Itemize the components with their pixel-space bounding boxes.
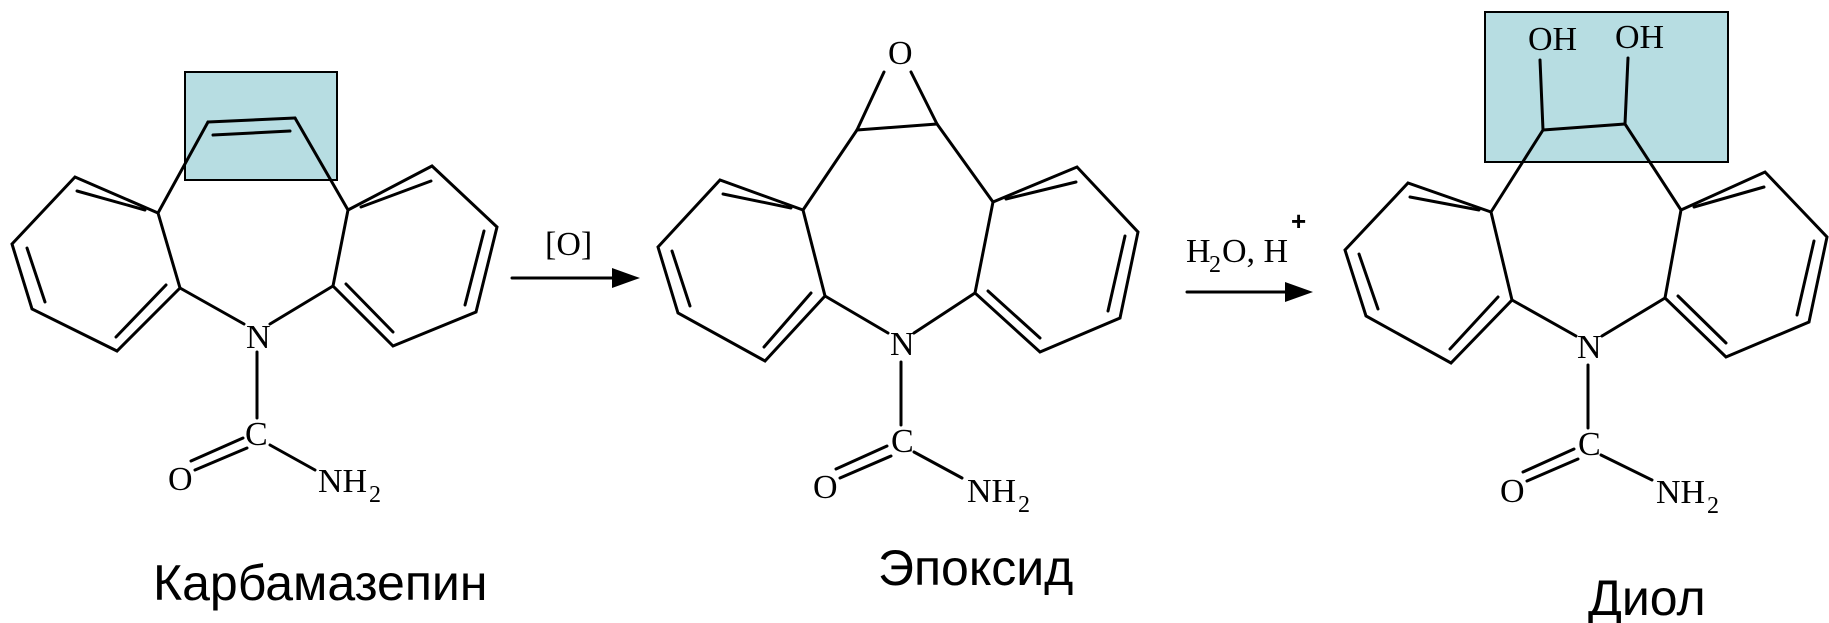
nitrogen-atom: N <box>246 319 271 356</box>
carbon-atom: C <box>891 423 914 460</box>
reaction-arrow-hydrolysis: H 2 O, H + <box>1185 206 1313 302</box>
reaction-arrow-oxidation: [O] <box>510 226 640 288</box>
central-ring-bonds <box>156 116 350 326</box>
reagent-proton-charge: + <box>1291 206 1306 236</box>
reagent-water-h: H <box>1186 233 1211 270</box>
hydroxyl-bonds <box>1538 56 1630 132</box>
arrowhead <box>612 268 640 288</box>
amine-subscript: 2 <box>1018 492 1030 518</box>
carbonyl-oxygen-atom: O <box>813 469 838 506</box>
central-ring-bonds <box>801 122 995 335</box>
left-benzene-ring <box>656 178 827 363</box>
compound-carbamazepine: N C O NH 2 Карбамазепин <box>10 71 499 611</box>
nitrogen-atom: N <box>890 326 915 363</box>
amine-nh-label: NH <box>1656 474 1705 511</box>
amine-nh-label: NH <box>967 473 1016 510</box>
central-ring-bonds <box>1489 122 1683 338</box>
double-bond-highlight <box>184 71 338 181</box>
right-benzene-ring <box>973 165 1140 354</box>
right-benzene-ring <box>1663 170 1829 359</box>
carbamoyl-group <box>189 350 317 472</box>
hydroxyl-label-right: OH <box>1615 19 1664 56</box>
left-benzene-ring <box>10 175 182 353</box>
hydroxyl-label-left: OH <box>1528 21 1577 58</box>
reagent-water-subscript: 2 <box>1209 252 1221 278</box>
carbon-atom: C <box>245 416 268 453</box>
reagent-oxidant-label: [O] <box>545 226 592 263</box>
right-benzene-ring <box>331 164 499 348</box>
amine-subscript: 2 <box>369 482 381 508</box>
carbonyl-oxygen-atom: O <box>168 461 193 498</box>
carbamoyl-group <box>834 360 964 480</box>
compound-name-diol: Диол <box>1588 570 1706 623</box>
epoxide-ring <box>855 70 939 132</box>
compound-diol: OH OH N C O NH 2 Диол <box>1343 11 1829 623</box>
carbamoyl-group <box>1521 363 1654 483</box>
amine-nh-label: NH <box>318 463 367 500</box>
carbonyl-oxygen-atom: O <box>1500 473 1525 510</box>
carbon-atom: C <box>1578 426 1601 463</box>
epoxide-oxygen-atom: O <box>888 35 913 72</box>
compound-epoxide: O N C O NH 2 Эпоксид <box>656 35 1140 596</box>
diol-highlight <box>1484 11 1729 163</box>
reagent-water-rest: O, H <box>1222 233 1288 270</box>
compound-name-epoxide: Эпоксид <box>878 540 1073 596</box>
compound-name-carbamazepine: Карбамазепин <box>153 555 487 611</box>
arrowhead <box>1285 282 1313 302</box>
left-benzene-ring <box>1343 181 1514 365</box>
amine-subscript: 2 <box>1707 493 1719 519</box>
nitrogen-atom: N <box>1577 329 1602 366</box>
